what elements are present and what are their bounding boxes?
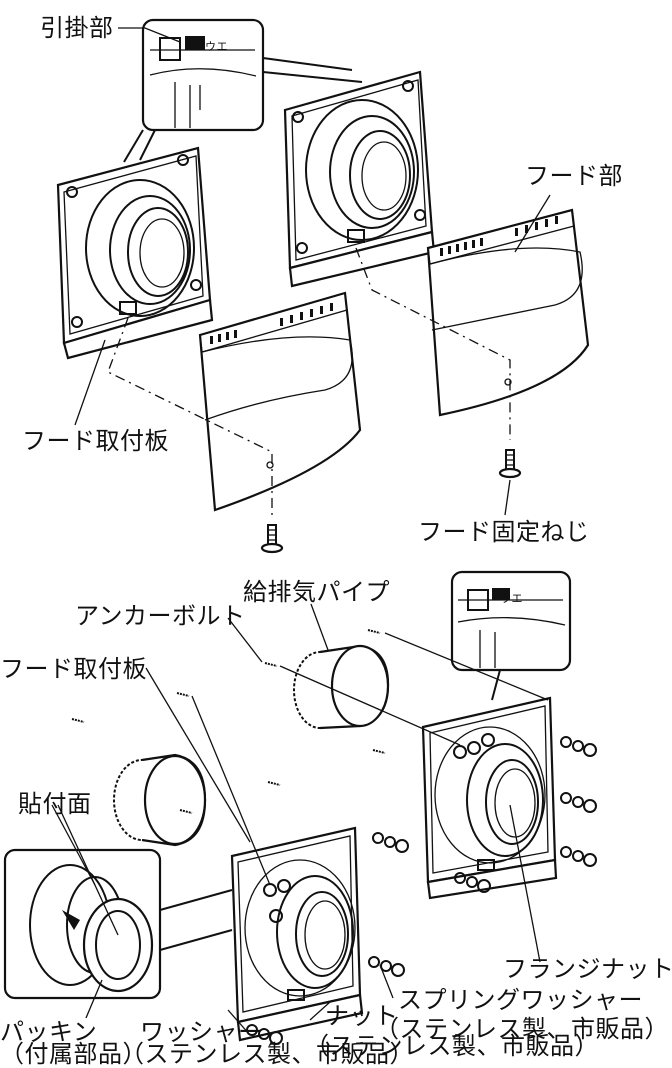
hood-mount-plate-right-bottom <box>421 696 558 900</box>
hood-right-top <box>426 208 590 417</box>
anchor-bolts <box>69 629 549 886</box>
hood-mount-plate-left-bottom <box>230 826 364 1042</box>
packing-inset <box>3 848 233 1000</box>
hook-inset-top <box>123 18 363 163</box>
label-hood-mount-plate-top: フード取付板 <box>22 427 169 455</box>
label-hook: 引掛部 <box>40 14 114 42</box>
label-spring-washer-note: （ステンレス製、市販品） <box>375 1015 669 1043</box>
label-packing: パッキン <box>0 1018 98 1046</box>
washer-nut-clusters <box>246 736 597 1045</box>
label-nut-note: （ステンレス製、市販品） <box>305 1032 599 1060</box>
inset-text-2: ウエ <box>500 592 523 605</box>
hood-screw-left <box>260 524 284 554</box>
supply-exhaust-pipe-left <box>113 753 207 847</box>
label-washer-note: （ステンレス製、市販品） <box>120 1040 414 1068</box>
label-washer: ワッシャー <box>140 1018 263 1046</box>
hood-mount-plate-left-top <box>56 146 214 360</box>
label-hood-screw: フード固定ねじ <box>418 518 590 546</box>
supply-exhaust-pipe-right <box>293 644 390 730</box>
label-hood-mount-plate-bottom: フード取付板 <box>0 655 147 683</box>
label-spring-washer: スプリングワッシャー <box>398 986 643 1014</box>
hood-left-top <box>198 291 362 512</box>
hood-mount-plate-right-top <box>283 70 436 288</box>
hook-inset-bottom <box>450 570 572 701</box>
label-supply-exhaust-pipe: 給排気パイプ <box>243 578 390 606</box>
label-adhesive-surface: 貼付面 <box>18 790 92 818</box>
label-packing-note: （付属部品） <box>0 1040 147 1068</box>
label-hood: フード部 <box>525 162 623 190</box>
inset-text: ウエ <box>205 40 228 53</box>
label-flange-nut: フランジナット <box>503 955 672 983</box>
label-anchor-bolt: アンカーボルト <box>75 602 246 630</box>
label-nut: ナット <box>325 1002 399 1030</box>
hood-screw-right <box>498 449 522 479</box>
